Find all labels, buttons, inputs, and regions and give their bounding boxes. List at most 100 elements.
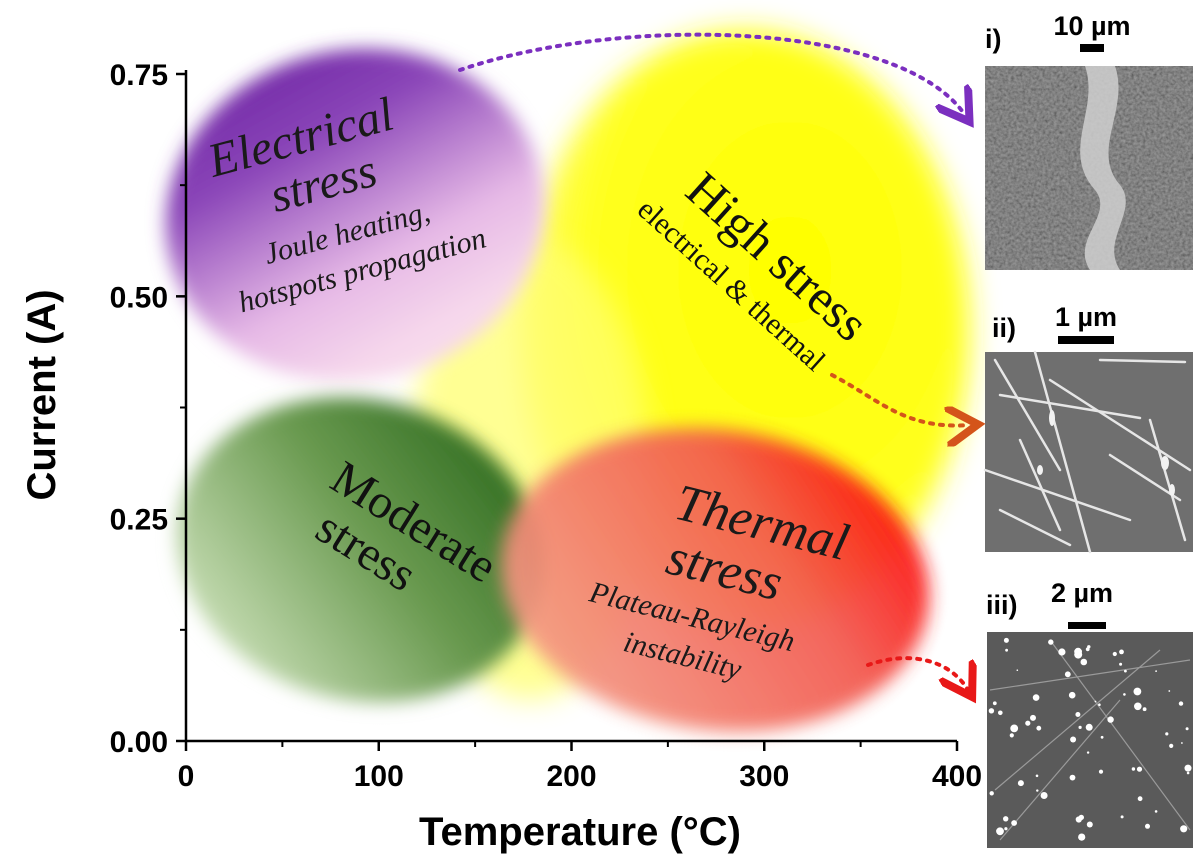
particle-dot bbox=[1003, 637, 1009, 643]
inset-ii-scalebar bbox=[1058, 336, 1114, 344]
particle-dot bbox=[1124, 669, 1127, 673]
particle-dot bbox=[1025, 720, 1031, 726]
particle-dot bbox=[1131, 767, 1136, 771]
inset-ii-label: ii) bbox=[992, 313, 1016, 343]
particle-dot bbox=[1184, 764, 1192, 772]
y-tick-label: 0.50 bbox=[110, 281, 168, 314]
inset-iii-scalebar bbox=[1068, 622, 1106, 629]
particle-dot bbox=[1035, 774, 1039, 778]
inset-i-scalebar-text: 10 µm bbox=[1053, 11, 1130, 41]
inset-iii-label: iii) bbox=[986, 590, 1018, 620]
arrow-to-inset-ii bbox=[830, 373, 970, 426]
particle-dot bbox=[1069, 774, 1076, 781]
regions-layer bbox=[166, 30, 970, 732]
particle-dot bbox=[1112, 651, 1117, 657]
region-moderate-stress bbox=[176, 397, 544, 703]
particle-dot bbox=[1003, 816, 1009, 822]
y-axis-title: Current (A) bbox=[20, 289, 64, 500]
particle-dot bbox=[989, 791, 994, 796]
particle-dot bbox=[1107, 716, 1114, 723]
x-tick-label: 400 bbox=[932, 760, 982, 793]
arrow-to-inset-i bbox=[458, 32, 965, 115]
particle-dot bbox=[1032, 694, 1040, 701]
x-ticks: 0 100 200 300 400 bbox=[178, 741, 982, 793]
particle-dot bbox=[1080, 658, 1088, 666]
particle-dot bbox=[1009, 733, 1014, 738]
particle-dot bbox=[1086, 751, 1090, 754]
particle-dot bbox=[1010, 724, 1019, 733]
inset-iii: iii) 2 µm bbox=[986, 578, 1193, 848]
inset-ii-scalebar-text: 1 µm bbox=[1055, 302, 1117, 332]
particle-dot bbox=[1098, 703, 1101, 706]
y-tick-label: 0.75 bbox=[110, 59, 168, 92]
axes: 0.00 0.25 0.50 0.75 0 100 200 300 400 Temperatu… bbox=[20, 59, 982, 854]
particle-dot bbox=[1155, 670, 1157, 672]
particle-dot bbox=[1075, 816, 1082, 823]
inset-i-scalebar bbox=[1080, 44, 1104, 52]
particle-dot bbox=[1100, 735, 1104, 739]
inset-ii: ii) 1 µm bbox=[983, 302, 1193, 554]
particle-dot bbox=[1030, 714, 1036, 721]
particle-dot bbox=[1011, 820, 1017, 826]
particle-dot bbox=[1064, 671, 1071, 678]
particle-dot bbox=[1005, 648, 1008, 652]
particle-dot bbox=[1048, 639, 1054, 645]
particle-dot bbox=[992, 701, 997, 706]
particle-dot bbox=[1137, 796, 1143, 802]
particle-dot bbox=[1086, 821, 1093, 828]
x-tick-label: 100 bbox=[354, 760, 404, 793]
particle-dot bbox=[1040, 792, 1048, 799]
particle-dot bbox=[1119, 649, 1124, 655]
region-electrical-stress bbox=[166, 48, 544, 382]
x-tick-label: 0 bbox=[178, 760, 195, 793]
particle-dot bbox=[1085, 723, 1093, 731]
particle-dot bbox=[1178, 701, 1184, 706]
particle-dot bbox=[1123, 693, 1126, 696]
particle-dot bbox=[1068, 691, 1076, 699]
particle-dot bbox=[1133, 687, 1142, 696]
particle-dot bbox=[1098, 769, 1104, 774]
particle-dot bbox=[1169, 743, 1174, 749]
inset-i: i) 10 µm bbox=[985, 11, 1193, 270]
inset-ii-micrograph bbox=[983, 350, 1193, 554]
particle-dot bbox=[1036, 725, 1042, 731]
particle-dot bbox=[996, 827, 1004, 836]
particle-dot bbox=[1036, 789, 1039, 792]
particle-dot bbox=[988, 708, 995, 714]
particle-dot bbox=[1165, 732, 1169, 736]
particle-dot bbox=[1074, 647, 1082, 656]
particle-dot bbox=[1070, 736, 1077, 743]
particle-dot bbox=[1181, 742, 1183, 744]
particle-dot bbox=[1168, 690, 1171, 692]
y-ticks: 0.00 0.25 0.50 0.75 bbox=[110, 59, 186, 759]
arrows bbox=[458, 32, 970, 690]
arrow-to-inset-iii bbox=[866, 656, 968, 690]
x-tick-label: 200 bbox=[546, 760, 596, 793]
particle-dot bbox=[1058, 648, 1066, 656]
inset-i-micrograph bbox=[985, 66, 1193, 270]
particle-dot bbox=[998, 710, 1003, 716]
particle-dot bbox=[1016, 669, 1019, 671]
particle-dot bbox=[1145, 823, 1150, 829]
particle-dot bbox=[1180, 825, 1188, 833]
particle-dot bbox=[1075, 712, 1081, 717]
particle-dot bbox=[1017, 780, 1024, 787]
particle-dot bbox=[1154, 810, 1158, 813]
particle-dot bbox=[1004, 827, 1008, 831]
particle-dot bbox=[1078, 833, 1086, 841]
particle-dot bbox=[1094, 700, 1097, 703]
x-axis-title: Temperature (°C) bbox=[419, 810, 741, 854]
particle-dot bbox=[1078, 725, 1082, 730]
region-thermal-stress bbox=[501, 428, 929, 732]
y-tick-label: 0.25 bbox=[110, 504, 168, 537]
particle-dot bbox=[1134, 702, 1142, 711]
inset-i-label: i) bbox=[985, 24, 1002, 54]
particle-dot bbox=[1185, 727, 1189, 731]
x-tick-label: 300 bbox=[739, 760, 789, 793]
particle-dot bbox=[1186, 771, 1190, 775]
particle-dot bbox=[1119, 662, 1123, 666]
y-tick-label: 0.00 bbox=[110, 726, 168, 759]
particle-dot bbox=[1085, 647, 1090, 652]
particle-dot bbox=[1120, 815, 1124, 819]
